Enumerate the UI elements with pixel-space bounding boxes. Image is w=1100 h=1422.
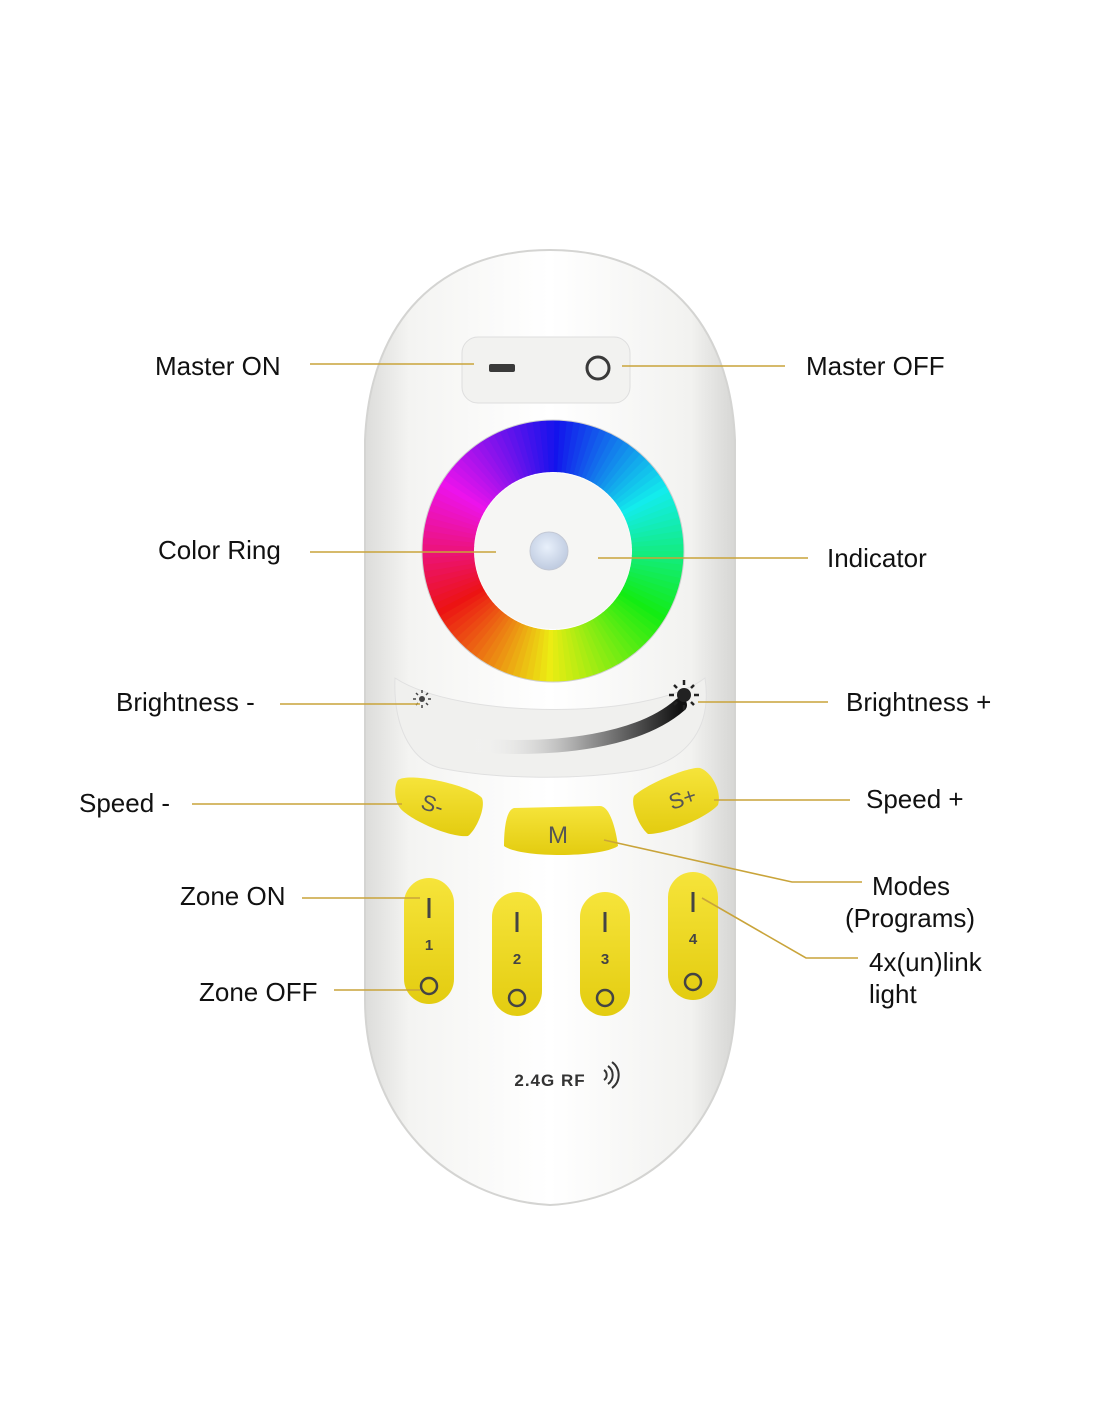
rf-logo: 2.4G RF (514, 1071, 585, 1090)
brightness-slider[interactable] (463, 698, 687, 754)
label-zone-off: Zone OFF (199, 977, 318, 1007)
label-indicator: Indicator (827, 543, 927, 573)
zone-number: 4 (689, 931, 698, 948)
label-speed-minus: Speed - (79, 788, 171, 818)
indicator-led (529, 531, 569, 571)
zone-off-icon[interactable] (683, 972, 703, 992)
label-link-light: light (869, 979, 917, 1009)
master-panel (461, 336, 631, 404)
color-ring[interactable] (421, 419, 685, 683)
zone-off-icon[interactable] (419, 976, 439, 996)
label-master-on: Master ON (155, 351, 281, 381)
zone-number: 2 (513, 951, 521, 968)
label-master-off: Master OFF (806, 351, 945, 381)
label-brightness-minus: Brightness - (116, 687, 255, 717)
label-programs: (Programs) (845, 903, 976, 933)
brightness-panel (394, 677, 707, 778)
master-off-icon[interactable] (585, 355, 611, 381)
zone-off-icon[interactable] (595, 988, 615, 1008)
brightness-plus-icon[interactable] (669, 680, 699, 710)
label-link: 4x(un)link (869, 947, 982, 977)
mode-button[interactable] (504, 806, 618, 855)
leader-line (603, 839, 862, 883)
label-modes: Modes (872, 871, 951, 901)
zone-off-icon[interactable] (507, 988, 527, 1008)
speed-minus-button[interactable] (395, 777, 483, 837)
zone-button-1[interactable]: 1 (404, 878, 454, 1004)
master-on-icon[interactable] (489, 364, 515, 372)
zone-button-3[interactable]: 3 (580, 892, 630, 1016)
zone-button-body[interactable] (580, 892, 630, 1016)
zone-button-4[interactable]: 4 (668, 872, 718, 1000)
speed-plus-button[interactable] (633, 767, 719, 834)
label-brightness-plus: Brightness + (846, 687, 992, 717)
label-color-ring: Color Ring (158, 535, 281, 565)
color-ring-outline (421, 419, 685, 683)
label-zone-on: Zone ON (180, 881, 286, 911)
zone-number: 1 (425, 937, 433, 954)
zone-button-body[interactable] (492, 892, 542, 1016)
brightness-minus-icon[interactable] (413, 690, 431, 708)
leader-lines (192, 363, 862, 991)
zone-button-2[interactable]: 2 (492, 892, 542, 1016)
leader-line (701, 897, 858, 959)
wireless-signal-icon (603, 1061, 620, 1089)
zone-button-body[interactable] (668, 872, 718, 1000)
label-speed-plus: Speed + (866, 784, 964, 814)
zone-number: 3 (601, 951, 609, 968)
zone-buttons: 1 2 3 4 (404, 872, 718, 1016)
mode-label: M (548, 822, 568, 849)
zone-button-body[interactable] (404, 878, 454, 1004)
